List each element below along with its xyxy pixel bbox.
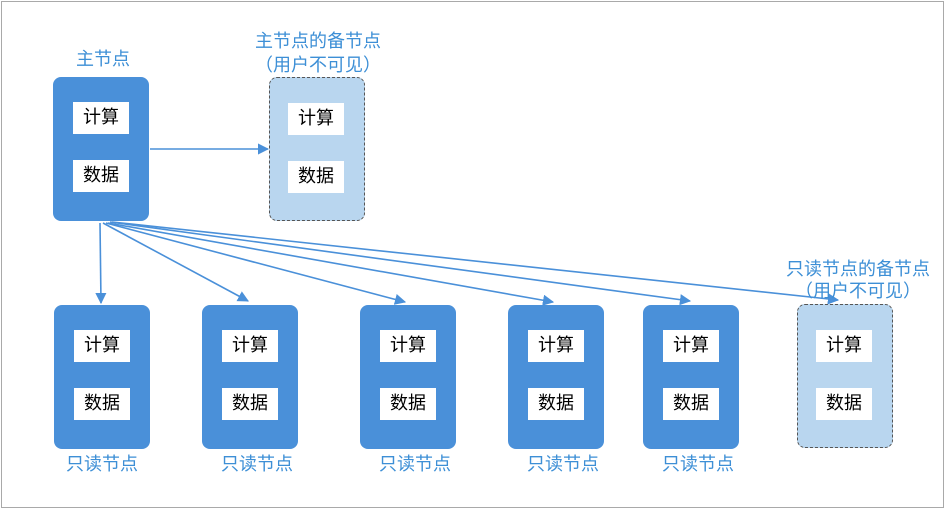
primary-standby-invisible-note: （用户不可见） [255, 55, 381, 76]
data-cell: 数据 [816, 388, 872, 420]
readonly-standby-label: 只读节点的备节点 [786, 259, 930, 280]
compute-cell: 计算 [663, 330, 719, 362]
compute-cell: 计算 [73, 102, 129, 134]
readonly-node-5-label: 只读节点 [662, 454, 734, 475]
data-cell: 数据 [663, 388, 719, 420]
readonly-node-2: 计算 数据 [202, 305, 298, 449]
compute-cell: 计算 [288, 103, 344, 135]
readonly-node-4: 计算 数据 [508, 305, 604, 449]
compute-cell: 计算 [816, 330, 872, 362]
arrow-to-readonly-5 [109, 221, 692, 306]
compute-cell: 计算 [222, 330, 278, 362]
data-cell: 数据 [74, 388, 130, 420]
data-cell: 数据 [73, 160, 129, 192]
compute-cell: 计算 [528, 330, 584, 362]
readonly-standby-node: 计算 数据 [797, 304, 893, 448]
readonly-node-1: 计算 数据 [54, 305, 150, 449]
data-cell: 数据 [222, 388, 278, 420]
arrow-to-readonly-3 [105, 222, 407, 305]
data-cell: 数据 [288, 161, 344, 193]
readonly-node-4-label: 只读节点 [527, 454, 599, 475]
readonly-node-3: 计算 数据 [360, 305, 456, 449]
data-cell: 数据 [528, 388, 584, 420]
readonly-standby-invisible-note: （用户不可见） [795, 281, 921, 302]
arrow-to-readonly-standby [111, 221, 840, 305]
primary-standby-label: 主节点的备节点 [255, 31, 381, 52]
primary-standby-node: 计算 数据 [269, 77, 365, 221]
arrow-to-readonly-2 [102, 222, 249, 302]
primary-node-label: 主节点 [76, 49, 130, 70]
arrow-to-readonly-4 [107, 222, 555, 306]
readonly-node-3-label: 只读节点 [379, 454, 451, 475]
readonly-node-1-label: 只读节点 [66, 454, 138, 475]
data-cell: 数据 [380, 388, 436, 420]
readonly-node-5: 计算 数据 [643, 305, 739, 449]
arrow-to-readonly-1 [95, 222, 107, 305]
primary-node: 计算 数据 [53, 77, 149, 221]
compute-cell: 计算 [74, 330, 130, 362]
readonly-node-2-label: 只读节点 [221, 454, 293, 475]
compute-cell: 计算 [380, 330, 436, 362]
